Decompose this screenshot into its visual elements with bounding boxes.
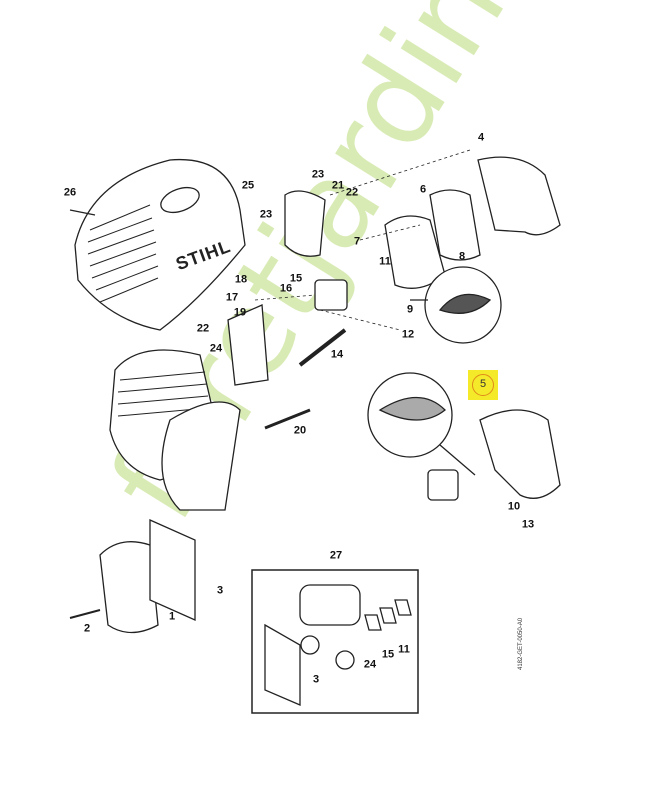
part-label[interactable]: 11 [379, 255, 391, 268]
part-label[interactable]: 11 [398, 643, 410, 656]
part-label[interactable]: 16 [279, 282, 293, 295]
choke-knob [438, 293, 492, 314]
part-label[interactable]: 1 [168, 610, 176, 623]
shroud [74, 158, 246, 331]
bolt-20 [264, 408, 311, 430]
part-label[interactable]: 3 [312, 673, 320, 686]
shroud-opening [160, 186, 200, 214]
throttle-rod [298, 328, 347, 367]
part-label[interactable]: 10 [507, 500, 521, 513]
part-label[interactable]: 21 [331, 179, 345, 192]
part-label[interactable]: 17 [225, 291, 239, 304]
kit-box [251, 569, 419, 714]
part-label[interactable]: 25 [241, 179, 255, 192]
air-filter [429, 189, 481, 261]
kit-gasket [299, 584, 361, 626]
screw-2 [69, 609, 101, 619]
part-label[interactable]: 4 [477, 131, 485, 144]
cylinder-fins [117, 371, 209, 417]
reference-code: 4182-GET-0050-A0 [517, 617, 524, 670]
part-label[interactable]: 13 [521, 518, 535, 531]
filter-cover [477, 156, 561, 236]
part-label[interactable]: 12 [401, 328, 415, 341]
screw-26 [69, 209, 96, 216]
part-label[interactable]: 22 [345, 186, 359, 199]
part-label[interactable]: 6 [419, 183, 427, 196]
part-label[interactable]: 2 [83, 622, 91, 635]
part-label[interactable]: 9 [406, 303, 414, 316]
part-label[interactable]: 15 [381, 648, 395, 661]
part-label[interactable]: 24 [209, 342, 223, 355]
part-label[interactable]: 8 [458, 250, 466, 263]
carburetor-2 [427, 469, 459, 501]
part-label[interactable]: 22 [196, 322, 210, 335]
kit-gaskets-small [364, 599, 412, 631]
filter-detail-leader [439, 444, 476, 476]
fan-housing [161, 401, 241, 511]
shroud-grille [87, 204, 159, 303]
filter-detail-element [378, 397, 446, 421]
intake-manifold [227, 304, 269, 386]
highlighted-part-label[interactable]: 5 [472, 374, 494, 396]
kit-bearing-1 [300, 635, 320, 655]
part-label[interactable]: 26 [63, 186, 77, 199]
part-label[interactable]: 24 [363, 658, 377, 671]
part-label[interactable]: 14 [330, 348, 344, 361]
part-label[interactable]: 27 [329, 549, 343, 562]
leader-lines [254, 149, 471, 331]
filter-cover-5 [479, 409, 561, 499]
part-label[interactable]: 18 [234, 273, 248, 286]
carburetor [314, 279, 348, 311]
kit-heat-shield [264, 623, 301, 706]
muffler [99, 541, 159, 634]
part-label[interactable]: 20 [293, 424, 307, 437]
part-label[interactable]: 7 [353, 235, 361, 248]
part-label[interactable]: 19 [233, 306, 247, 319]
kit-bearing-2 [335, 650, 355, 670]
heat-shield [149, 518, 196, 622]
part-label[interactable]: 23 [259, 208, 273, 221]
part-label[interactable]: 23 [311, 168, 325, 181]
part-label[interactable]: 15 [289, 272, 303, 285]
bracket [284, 190, 326, 257]
part-label[interactable]: 3 [216, 584, 224, 597]
